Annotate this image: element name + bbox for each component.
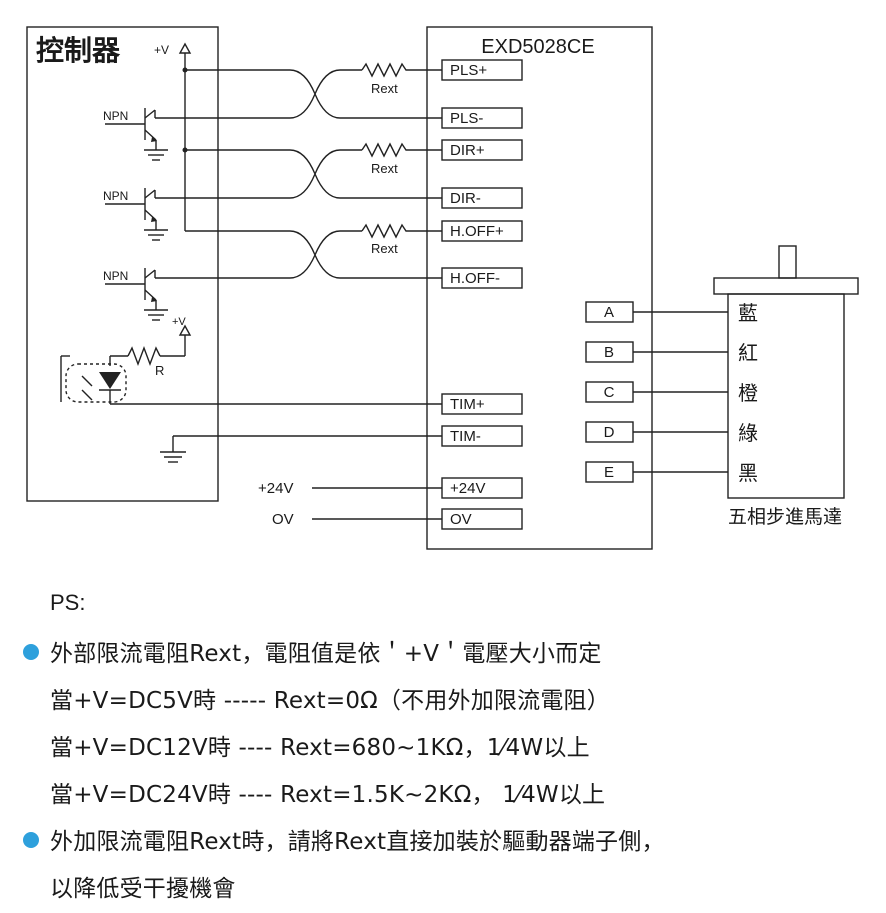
- motor-label: 五相步進馬達: [728, 506, 842, 528]
- rext-label: Rext: [371, 161, 398, 176]
- npn-label: NPN: [103, 189, 128, 203]
- supply-label: +V: [154, 43, 169, 57]
- rext-resistor: [361, 142, 410, 158]
- note-line: 外加限流電阻Rext時，請將Rext直接加裝於驅動器端子側，: [50, 829, 665, 855]
- note-line: 以降低受干擾機會: [50, 876, 236, 902]
- terminal-box: [441, 425, 523, 447]
- npn-transistor: [105, 268, 168, 321]
- bullet-icon: [23, 644, 39, 660]
- controller-box: [26, 26, 219, 502]
- terminal-label: OV: [450, 511, 472, 528]
- motor-wire-label: 綠: [738, 422, 758, 445]
- driver-title: EXD5028CE: [481, 36, 594, 58]
- led-icon: [99, 372, 121, 389]
- note-line: 當+V=DC24V時 ---- Rext=1.5K~2KΩ， 1⁄4W以上: [50, 782, 606, 808]
- rext-label: Rext: [371, 241, 398, 256]
- motor-wire-label: 橙: [738, 382, 758, 405]
- terminal-label: DIR-: [450, 190, 481, 207]
- collector-lines: [155, 117, 290, 279]
- terminal-label: TIM-: [450, 428, 481, 445]
- terminal-label: PLS+: [450, 62, 487, 79]
- phase-label: C: [604, 384, 615, 401]
- wiring-diagram: Rext Rext Rext: [26, 26, 859, 550]
- terminal-box: [441, 508, 523, 530]
- phase-label: E: [604, 464, 614, 481]
- phase-label: B: [604, 344, 614, 361]
- resistor-label: R: [155, 363, 164, 378]
- terminal-label: TIM+: [450, 396, 485, 413]
- terminal-box: [441, 220, 523, 242]
- terminal-box: [441, 267, 523, 289]
- ground-symbol: [160, 435, 442, 463]
- optocoupler: [60, 324, 442, 405]
- motor-wire-label: 紅: [738, 342, 758, 365]
- phase-label: A: [604, 304, 614, 321]
- motor-shaft: [778, 245, 797, 279]
- npn-transistor: [105, 108, 168, 161]
- ov-label: OV: [272, 511, 294, 528]
- note-line: 當+V=DC12V時 ---- Rext=680~1KΩ，1⁄4W以上: [50, 735, 590, 761]
- supply-rail: [178, 42, 290, 232]
- terminal-label: H.OFF-: [450, 270, 500, 287]
- rext-resistor: [361, 62, 410, 78]
- rext-resistor: [361, 223, 410, 239]
- npn-transistor: [105, 188, 168, 241]
- bullet-icon: [23, 832, 39, 848]
- terminal-box: [441, 187, 523, 209]
- terminal-label: +24V: [450, 480, 485, 497]
- motor-flange: [713, 277, 859, 295]
- terminal-box: [441, 139, 523, 161]
- terminal-box: [441, 393, 523, 415]
- supply-label: +V: [172, 316, 186, 328]
- v24-label: +24V: [258, 480, 293, 497]
- terminal-box: [441, 477, 523, 499]
- power-lines: [312, 487, 442, 520]
- controller-title: 控制器: [36, 35, 121, 66]
- phase-label: D: [604, 424, 615, 441]
- motor-wire-label: 藍: [738, 302, 758, 325]
- terminal-label: H.OFF+: [450, 223, 504, 240]
- terminal-label: DIR+: [450, 142, 485, 159]
- note-line: 當+V=DC5V時 ----- Rext=0Ω（不用外加限流電阻）: [50, 688, 610, 714]
- note-line: 外部限流電阻Rext，電阻值是依＇+V＇電壓大小而定: [50, 641, 602, 667]
- motor-wire-label: 黑: [738, 463, 758, 485]
- terminal-box: [441, 107, 523, 129]
- junction-dot: [182, 67, 188, 73]
- npn-label: NPN: [103, 109, 128, 123]
- rext-label: Rext: [371, 81, 398, 96]
- terminal-box: [441, 59, 523, 81]
- twisted-pairs: [289, 69, 442, 279]
- junction-dot: [182, 147, 188, 153]
- npn-label: NPN: [103, 269, 128, 283]
- terminal-label: PLS-: [450, 110, 483, 127]
- driver-box: [426, 26, 653, 550]
- ps-label: PS:: [50, 590, 86, 615]
